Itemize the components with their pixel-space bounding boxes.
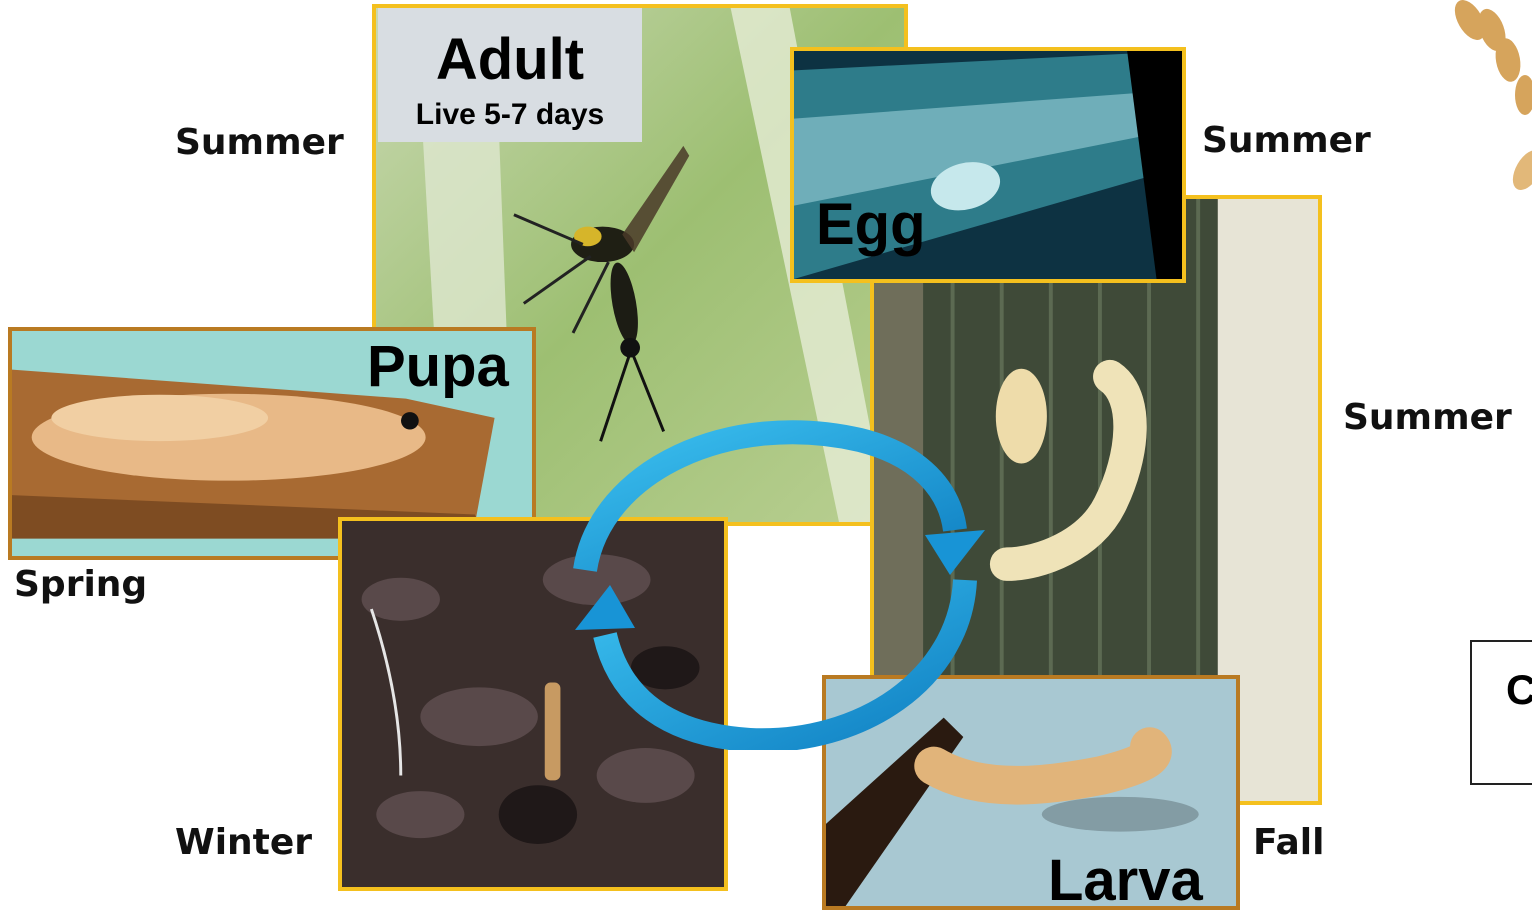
egg-label: Egg xyxy=(816,191,926,258)
adult-lifespan: Live 5-7 days xyxy=(378,98,642,132)
season-label-adult: Summer xyxy=(175,122,344,163)
circular-arrows-icon xyxy=(560,420,990,750)
season-label-egg: Summer xyxy=(1202,120,1371,161)
larva-label: Larva xyxy=(1048,847,1203,910)
season-label-egg-larva: Summer xyxy=(1343,397,1512,438)
adult-title: Adult xyxy=(378,30,642,90)
season-label-winter: Winter xyxy=(175,822,312,863)
side-panel-letter: C xyxy=(1506,666,1532,714)
side-panel-box: C xyxy=(1470,640,1532,785)
adult-label-box: Adult Live 5-7 days xyxy=(378,8,642,142)
pupa-label: Pupa xyxy=(367,333,509,400)
egg-photo: Egg xyxy=(790,47,1186,283)
wheat-icon xyxy=(1430,0,1532,200)
season-label-pupa: Spring xyxy=(14,564,147,605)
season-label-larva: Fall xyxy=(1253,822,1324,863)
